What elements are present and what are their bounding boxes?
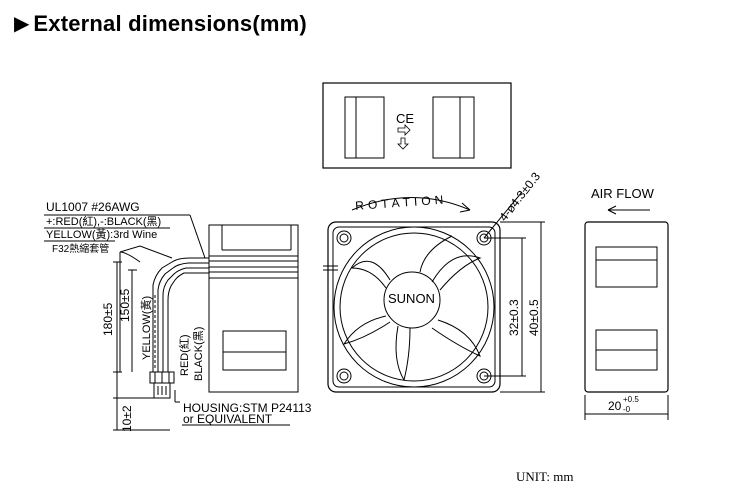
wire-third-label: YELLOW(黃):3rd Wine xyxy=(46,228,157,241)
fan-front-view xyxy=(323,191,545,393)
frame-size-dim: 40±0.5 xyxy=(527,299,541,336)
housing-equivalent-label: or EQUIVALENT xyxy=(183,412,273,426)
airflow-label: AIR FLOW xyxy=(591,186,655,201)
length-inner-dim: 150±5 xyxy=(118,288,132,322)
wire-polarity-label: +:RED(紅),-:BLACK(黑) xyxy=(46,215,161,228)
connector-length-dim: 10±2 xyxy=(120,405,134,432)
black-wire-tag: BLACK(黑) xyxy=(192,327,205,381)
label-box-view xyxy=(322,82,512,169)
wire-spec-label: UL1007 #26AWG xyxy=(46,200,140,214)
right-triangle-icon: ▶ xyxy=(14,13,30,35)
airflow-side-view xyxy=(584,205,669,420)
section-header: ▶ External dimensions(mm) xyxy=(14,8,307,40)
depth-dim: 20 xyxy=(608,399,622,413)
yellow-wire-tag: YELLOW(黃) xyxy=(140,296,153,360)
rotation-label: ROTATION xyxy=(355,192,448,212)
section-title: External dimensions(mm) xyxy=(33,11,307,36)
housing-label: HOUSING:STM P24113 xyxy=(183,401,312,415)
wire-side-view xyxy=(44,214,299,431)
brand-label: SUNON xyxy=(388,291,435,306)
depth-tol-minus: -0 xyxy=(623,405,631,414)
depth-tol-plus: +0.5 xyxy=(623,395,639,404)
mounting-hole-label: 4-ø4.3±0.3 xyxy=(496,169,543,224)
unit-label: UNIT: mm xyxy=(516,469,573,484)
red-wire-tag: RED(紅) xyxy=(178,334,191,376)
length-total-dim: 180±5 xyxy=(101,302,115,336)
hole-pitch-dim: 32±0.3 xyxy=(507,299,521,336)
tube-label: F32熱縮套管 xyxy=(52,242,109,255)
ce-mark: CE xyxy=(396,111,414,126)
